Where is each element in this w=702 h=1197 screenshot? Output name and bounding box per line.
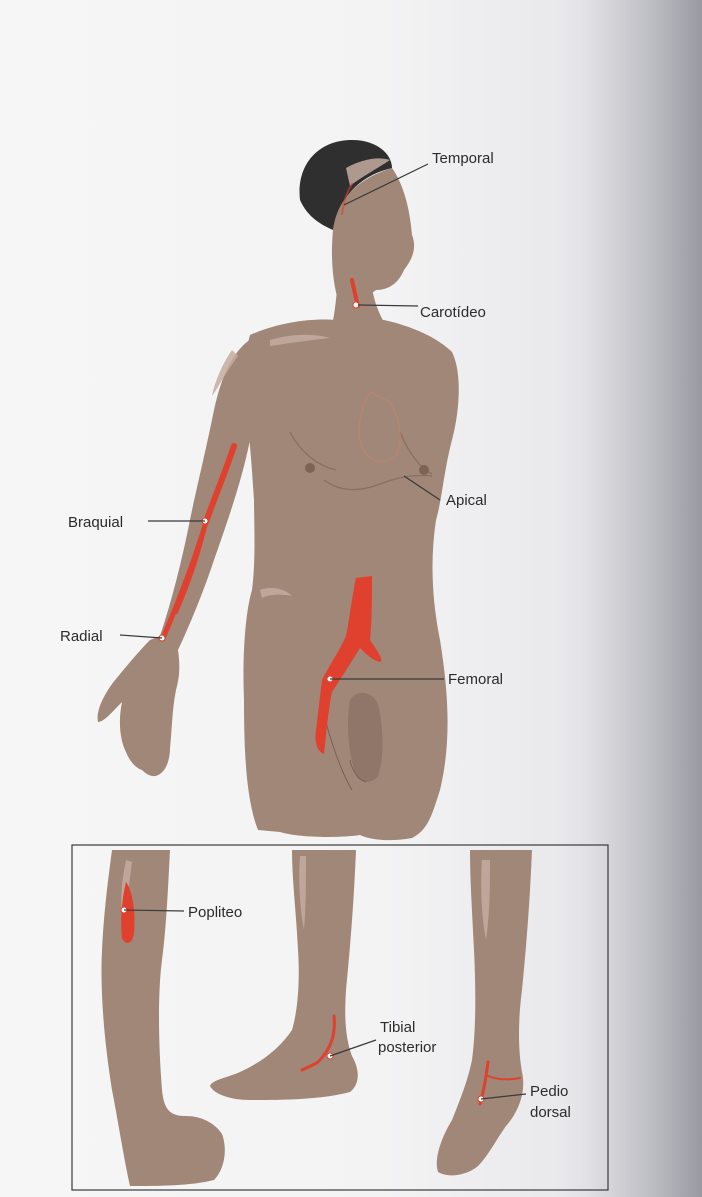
human-figure: [98, 140, 459, 840]
radial-leader: [120, 635, 162, 638]
label-braquial: Braquial: [68, 514, 123, 531]
label-popliteo: Popliteo: [188, 904, 242, 921]
label-pedio-line2: dorsal: [530, 1104, 571, 1121]
popliteal-leg: [101, 850, 224, 1186]
nipple-right: [419, 465, 429, 475]
label-carotideo: Carotídeo: [420, 304, 486, 321]
tibial-leg: [210, 850, 358, 1100]
label-radial: Radial: [60, 628, 103, 645]
label-pedio-line1: Pedio: [530, 1083, 568, 1100]
arm: [98, 336, 258, 776]
lower-limb-inset: Popliteo Tibial posterior Pedio dorsal: [72, 845, 608, 1190]
torso: [243, 320, 458, 841]
nipple-left: [305, 463, 315, 473]
label-apical: Apical: [446, 492, 487, 509]
label-tibial-line1: Tibial: [380, 1019, 415, 1036]
label-temporal: Temporal: [432, 150, 494, 167]
label-femoral: Femoral: [448, 671, 503, 688]
label-tibial-line2: posterior: [378, 1039, 436, 1056]
